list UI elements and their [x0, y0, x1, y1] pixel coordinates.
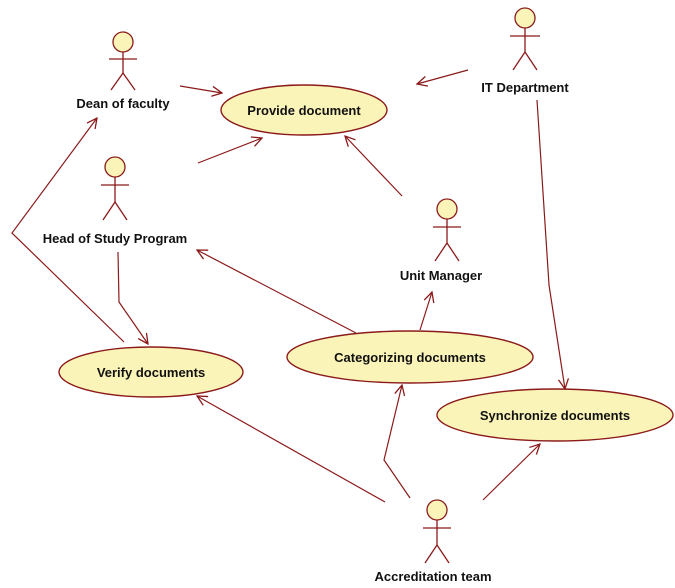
actor-head-of-study-program[interactable]: Head of Study Program [43, 156, 187, 246]
actor-dean-of-faculty[interactable]: Dean of faculty [76, 31, 170, 111]
use-case-categorizing-documents[interactable]: Categorizing documents [286, 330, 534, 384]
association-categorize-unit [419, 292, 432, 331]
use-case-label: Synchronize documents [480, 408, 630, 423]
use-case-provide-document[interactable]: Provide document [220, 84, 388, 136]
association-it-synchronize [536, 99, 565, 389]
association-accreditation-categorize [383, 385, 411, 499]
association-categorize-head [197, 250, 357, 334]
actor-accreditation-team[interactable]: Accreditation team [374, 499, 492, 584]
use-cases: Provide document Verify documents Catego… [58, 84, 674, 442]
actor-label: IT Department [481, 80, 569, 95]
actor-it-department[interactable]: IT Department [481, 7, 569, 95]
association-dean-provide [179, 85, 222, 93]
use-case-label: Verify documents [97, 365, 205, 380]
actor-label: Accreditation team [374, 569, 491, 584]
actors: Dean of faculty IT Department Head of St [43, 7, 569, 584]
use-case-verify-documents[interactable]: Verify documents [58, 346, 244, 398]
actor-label: Unit Manager [400, 268, 482, 283]
actor-label: Dean of faculty [76, 96, 170, 111]
association-verify-dean [11, 118, 125, 343]
use-case-label: Categorizing documents [334, 350, 486, 365]
association-head-provide [197, 138, 262, 164]
actor-unit-manager[interactable]: Unit Manager [400, 198, 482, 283]
association-it-provide [417, 69, 469, 84]
stick-figure-icon [109, 31, 137, 91]
stick-figure-icon [101, 156, 129, 221]
association-accreditation-synchronize [482, 444, 540, 501]
use-case-synchronize-documents[interactable]: Synchronize documents [436, 388, 674, 442]
association-head-verify [117, 251, 148, 344]
stick-figure-icon [510, 7, 540, 71]
stick-figure-icon [423, 499, 451, 564]
association-accreditation-verify [197, 396, 386, 503]
associations [11, 69, 565, 503]
use-case-label: Provide document [247, 103, 361, 118]
association-unit-provide [345, 136, 403, 197]
stick-figure-icon [433, 198, 461, 262]
actor-label: Head of Study Program [43, 231, 187, 246]
